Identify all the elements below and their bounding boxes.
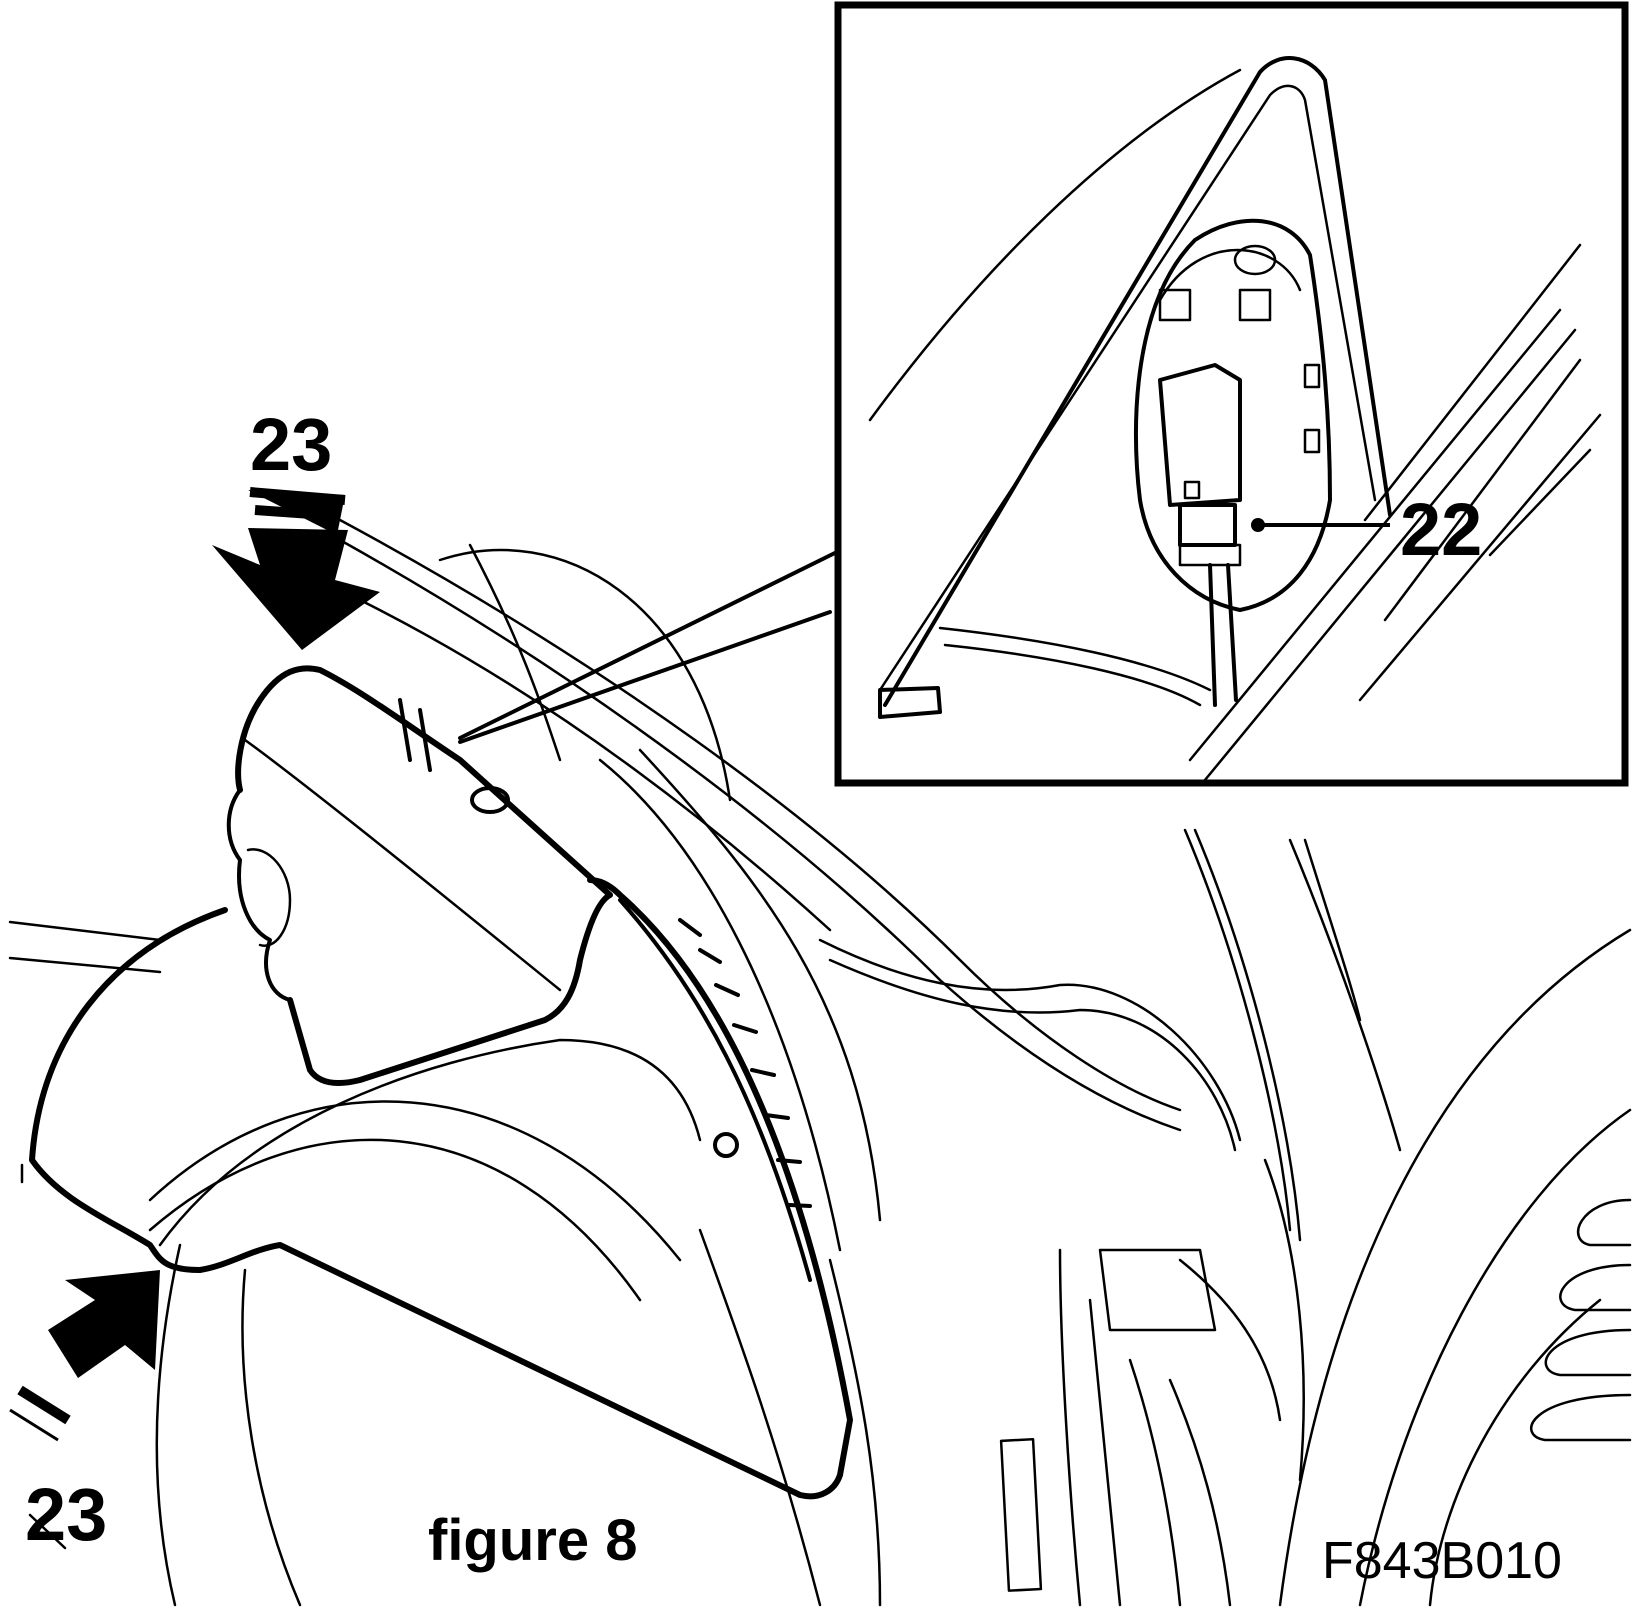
arrow-top [212,487,380,650]
inset-pointer-lower [458,610,832,744]
main-illustration [8,518,1632,1607]
arrow-bottom [9,1270,160,1442]
mirror-trim-panel [235,665,613,1086]
inset-pointer-upper [458,546,847,740]
mirror-housing [1133,218,1332,612]
screw-hole [713,1132,739,1158]
detail-inset [834,1,1629,787]
speaker-grille [1530,1198,1632,1442]
electrical-connector [1158,363,1242,707]
drawing-code: F843B010 [1322,1532,1562,1590]
callout-23-bottom: 23 [25,1473,107,1556]
vent-slots [618,898,812,1282]
figure-caption: figure 8 [428,1508,638,1573]
trim-cover [29,877,853,1500]
callout-22: 22 [1400,488,1482,571]
callout-23-top: 23 [250,403,332,486]
